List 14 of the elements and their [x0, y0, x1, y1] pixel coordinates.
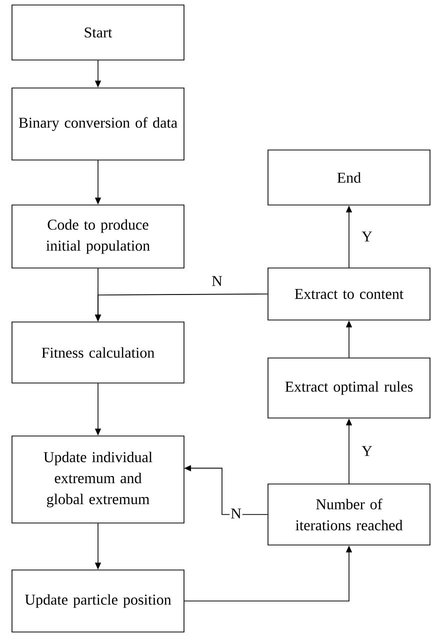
process-box: End	[268, 150, 430, 206]
process-box: Code to produce initial population	[12, 204, 184, 268]
process-box: Start	[12, 4, 184, 60]
process-box: Extract optimal rules	[268, 358, 430, 418]
process-box: Number of iterations reached	[268, 484, 430, 546]
process-box: Extract to content	[268, 268, 430, 320]
process-box: Fitness calculation	[12, 322, 184, 384]
process-box: Binary conversion of data	[12, 88, 184, 160]
edge-label: N	[230, 508, 242, 520]
edge-label: Y	[360, 230, 374, 242]
edge-label: Y	[360, 445, 374, 457]
edge-label: N	[210, 275, 224, 287]
process-box: Update particle position	[12, 570, 184, 632]
process-box: Update individual extremum and global extremum	[12, 436, 184, 524]
